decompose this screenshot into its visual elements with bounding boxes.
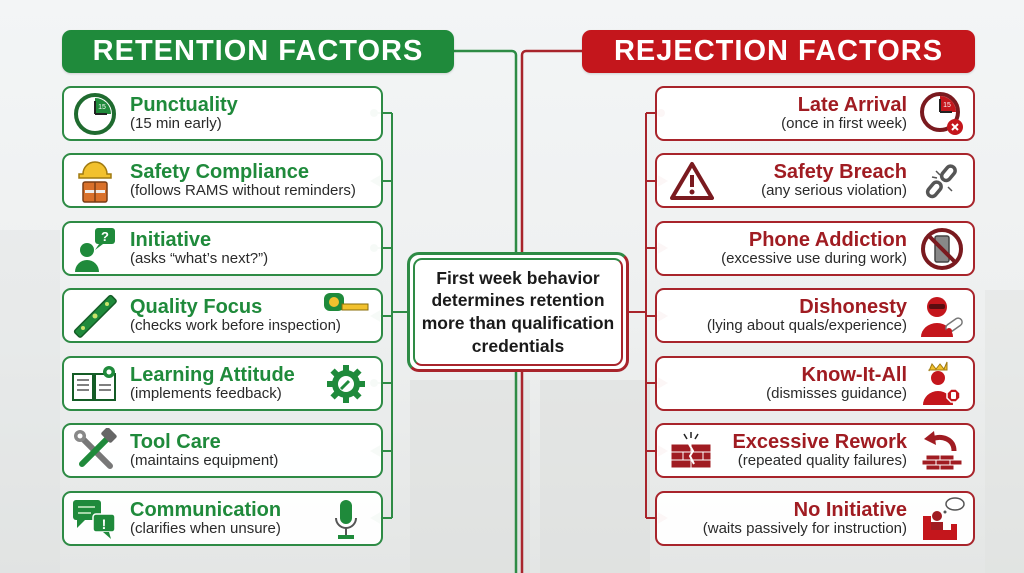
crowned-person-stop-icon bbox=[917, 361, 967, 407]
clock-15-icon: 15 bbox=[70, 91, 120, 137]
rejection-item-phone-addiction: Phone Addiction(excessive use during wor… bbox=[655, 221, 975, 276]
item-subtitle: (lying about quals/experience) bbox=[706, 317, 907, 335]
item-title: Excessive Rework bbox=[732, 430, 907, 453]
item-subtitle: (asks “what’s next?”) bbox=[130, 250, 269, 268]
central-message: First week behavior determines retention… bbox=[421, 267, 615, 356]
item-subtitle: (any serious violation) bbox=[761, 182, 907, 200]
book-gear-icon bbox=[70, 361, 120, 407]
microphone-icon bbox=[321, 496, 371, 542]
item-title: Phone Addiction bbox=[748, 228, 907, 251]
retention-item-tool-care: Tool Care(maintains equipment) bbox=[62, 423, 383, 478]
rejection-item-late-arrival: Late Arrival(once in first week) 15 bbox=[655, 86, 975, 141]
chat-bubbles-icon: ! bbox=[70, 496, 120, 542]
item-subtitle: (once in first week) bbox=[781, 115, 907, 133]
item-subtitle: (maintains equipment) bbox=[130, 452, 279, 470]
spirit-level-icon bbox=[70, 293, 120, 339]
rejection-item-know-it-all: Know-It-All(dismisses guidance) bbox=[655, 356, 975, 411]
rejection-item-no-initiative: No Initiative(waits passively for instru… bbox=[655, 491, 975, 546]
rejection-item-safety-breach: Safety Breach(any serious violation) bbox=[655, 153, 975, 208]
item-title: Learning Attitude bbox=[130, 363, 295, 386]
item-title: Quality Focus bbox=[130, 295, 263, 318]
item-title: Know-It-All bbox=[801, 363, 907, 386]
rejection-item-dishonesty: Dishonesty(lying about quals/experience) bbox=[655, 288, 975, 343]
item-subtitle: (implements feedback) bbox=[130, 385, 282, 403]
item-title: Punctuality bbox=[130, 93, 238, 116]
item-subtitle: (excessive use during work) bbox=[721, 250, 907, 268]
retention-item-communication: ! Communication(clarifies when unsure) bbox=[62, 491, 383, 546]
cracked-wall-icon bbox=[667, 428, 717, 474]
svg-text:?: ? bbox=[101, 229, 109, 244]
clock-late-icon: 15 bbox=[917, 91, 967, 137]
masked-person-certificate-icon bbox=[917, 293, 967, 339]
rejection-factors-header: REJECTION FACTORS bbox=[582, 30, 975, 73]
wrench-hammer-icon bbox=[70, 427, 120, 474]
item-title: Late Arrival bbox=[797, 93, 907, 116]
retention-item-initiative: ? Initiative(asks “what’s next?”) bbox=[62, 221, 383, 276]
item-subtitle: (checks work before inspection) bbox=[130, 317, 341, 335]
item-subtitle: (15 min early) bbox=[130, 115, 222, 133]
rejection-item-excessive-rework: Excessive Rework(repeated quality failur… bbox=[655, 423, 975, 478]
item-title: Tool Care bbox=[130, 430, 221, 453]
retention-factors-header: RETENTION FACTORS bbox=[62, 30, 454, 73]
retention-item-punctuality: 15 Punctuality(15 min early) bbox=[62, 86, 383, 141]
item-title: Communication bbox=[130, 498, 282, 521]
retention-item-quality-focus: Quality Focus(checks work before inspect… bbox=[62, 288, 383, 343]
no-phone-icon bbox=[917, 226, 967, 272]
brick-redo-icon bbox=[917, 428, 967, 474]
person-armchair-thought-icon bbox=[917, 496, 967, 542]
retention-item-learning-attitude: Learning Attitude(implements feedback) bbox=[62, 356, 383, 411]
person-question-icon: ? bbox=[70, 226, 120, 272]
item-title: Dishonesty bbox=[799, 295, 907, 318]
item-subtitle: (waits passively for instruction) bbox=[702, 520, 907, 538]
item-title: Safety Breach bbox=[773, 160, 907, 183]
item-title: Safety Compliance bbox=[130, 160, 309, 183]
svg-text:!: ! bbox=[102, 516, 107, 532]
hard-hat-worker-icon bbox=[70, 158, 120, 204]
central-message-box: First week behavior determines retention… bbox=[407, 252, 629, 372]
item-subtitle: (clarifies when unsure) bbox=[130, 520, 281, 538]
tape-measure-icon bbox=[321, 288, 371, 318]
item-subtitle: (dismisses guidance) bbox=[766, 385, 907, 403]
item-title: No Initiative bbox=[793, 498, 907, 521]
retention-item-safety-compliance: Safety Compliance(follows RAMS without r… bbox=[62, 153, 383, 208]
warning-triangle-icon bbox=[667, 158, 717, 204]
svg-text:15: 15 bbox=[98, 104, 106, 111]
broken-chain-icon bbox=[917, 158, 967, 204]
svg-text:15: 15 bbox=[943, 102, 951, 109]
item-subtitle: (repeated quality failures) bbox=[737, 452, 907, 470]
gear-wrench-icon bbox=[321, 361, 371, 407]
item-subtitle: (follows RAMS without reminders) bbox=[130, 182, 356, 200]
item-title: Initiative bbox=[130, 228, 212, 251]
